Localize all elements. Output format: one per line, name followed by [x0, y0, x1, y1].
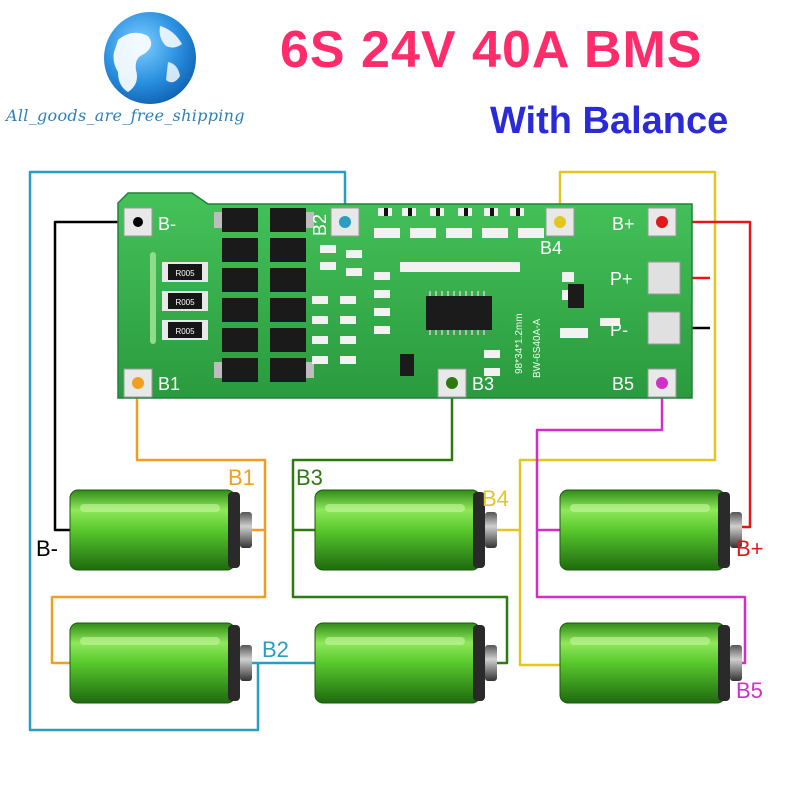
board-size-silkscreen: 98*34*1.2mm — [514, 313, 525, 374]
wire-b3 — [291, 383, 454, 532]
resistor-marking: R005 — [175, 298, 195, 307]
pad-label-b-minus: B- — [158, 214, 176, 234]
battery-cell — [559, 489, 742, 571]
wire-b3-down — [291, 530, 509, 665]
page-subtitle: With Balance — [490, 100, 729, 142]
resistor-marking: R005 — [175, 327, 195, 336]
pad-label-b-plus: B+ — [612, 214, 635, 234]
wire-label-b3: B3 — [296, 465, 323, 490]
battery-cell — [69, 489, 252, 571]
wire-b5 — [535, 383, 747, 665]
pad-label-b2: B2 — [310, 214, 330, 236]
wire-label-b4: B4 — [482, 486, 509, 511]
battery-cell — [69, 622, 252, 704]
pad-label-p-plus: P+ — [610, 269, 633, 289]
shunt-resistors: R005 R005 R005 — [162, 262, 208, 340]
bms-controller-chip — [426, 291, 492, 335]
battery-pack — [69, 489, 742, 704]
wire-b1 — [135, 383, 267, 532]
wire-label-b-minus: B- — [36, 536, 58, 561]
pad-label-b1: B1 — [158, 374, 180, 394]
battery-cell — [314, 489, 497, 571]
pad-labels: B- B2 B4 B+ P+ P- B1 B3 B5 — [158, 214, 635, 394]
battery-cell — [314, 622, 497, 704]
wire-b-minus — [53, 220, 137, 532]
bms-board: R005 R005 R005 — [117, 192, 693, 399]
pad-label-b4: B4 — [540, 238, 562, 258]
pad-label-b5: B5 — [612, 374, 634, 394]
pad-label-p-minus: P- — [610, 320, 628, 340]
wire-label-b-plus: B+ — [736, 536, 764, 561]
shop-name: All_goods_are_free_shipping — [6, 106, 245, 125]
wire-labels: B- B1 B2 B3 B4 B5 B+ — [36, 465, 764, 703]
wire-label-b1: B1 — [228, 465, 255, 490]
board-model-silkscreen: BW-6S40A-A — [532, 318, 543, 378]
wire-label-b5: B5 — [736, 678, 763, 703]
resistor-marking: R005 — [175, 269, 195, 278]
wire-b1-down — [50, 530, 267, 665]
pad-label-b3: B3 — [472, 374, 494, 394]
wire-b4 — [518, 170, 717, 667]
board-pads — [123, 207, 681, 398]
mosfet-array — [222, 208, 306, 382]
page-title: 6S 24V 40A BMS — [280, 21, 703, 79]
wire-label-b2: B2 — [262, 637, 289, 662]
globe-logo-icon — [104, 12, 196, 104]
battery-cell — [559, 622, 742, 704]
